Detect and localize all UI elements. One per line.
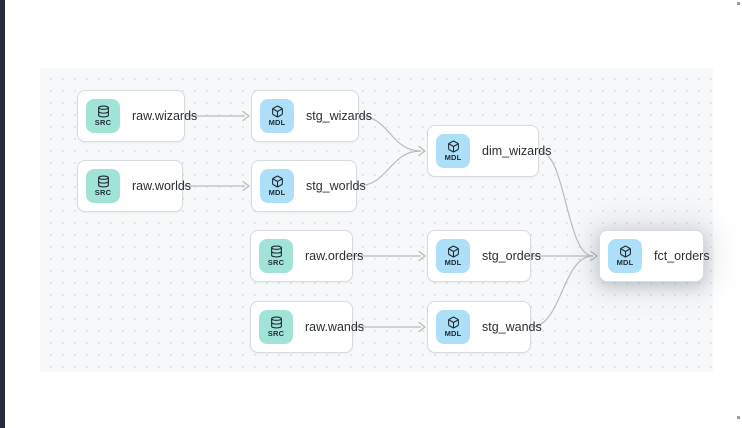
- node-label: stg_wizards: [306, 109, 372, 123]
- database-icon: [270, 245, 282, 258]
- mdl-badge: MDL: [436, 310, 470, 344]
- cube-icon: [271, 175, 283, 188]
- mdl-badge: MDL: [436, 239, 470, 273]
- arrowhead-into-stg_wizards: [242, 110, 250, 122]
- node-label: stg_orders: [482, 249, 542, 263]
- database-icon: [270, 316, 282, 329]
- src-badge: SRC: [259, 310, 293, 344]
- edge-stg_worlds-to-dim_wizards: [356, 150, 422, 187]
- badge-label: MDL: [268, 118, 286, 128]
- cube-icon: [447, 245, 459, 258]
- mdl-badge: MDL: [436, 134, 470, 168]
- src-badge: SRC: [86, 169, 120, 203]
- edge-stg_wands-to-fct_orders: [530, 255, 594, 328]
- arrowhead-into-stg_wands: [418, 321, 426, 333]
- lineage-node-raw_worlds[interactable]: SRC raw.worlds: [77, 160, 191, 212]
- mdl-badge: MDL: [608, 239, 642, 273]
- lineage-node-stg_wands[interactable]: MDL stg_wands: [427, 301, 542, 353]
- artifact-dot-top: [737, 2, 740, 5]
- node-label: raw.wands: [305, 320, 365, 334]
- badge-label: MDL: [616, 258, 634, 268]
- edge-dim_wizards-to-fct_orders: [538, 150, 594, 257]
- artifact-dot-bottom: [737, 416, 740, 419]
- badge-label: SRC: [94, 188, 112, 198]
- lineage-node-fct_orders[interactable]: MDL fct_orders: [599, 230, 710, 282]
- cube-icon: [447, 316, 459, 329]
- cube-icon: [619, 245, 631, 258]
- badge-label: MDL: [444, 329, 462, 339]
- badge-label: MDL: [444, 153, 462, 163]
- badge-label: MDL: [268, 188, 286, 198]
- lineage-node-raw_wands[interactable]: SRC raw.wands: [250, 301, 364, 353]
- node-label: raw.orders: [305, 249, 364, 263]
- lineage-node-stg_wizards[interactable]: MDL stg_wizards: [251, 90, 372, 142]
- cube-icon: [447, 140, 459, 153]
- lineage-node-stg_orders[interactable]: MDL stg_orders: [427, 230, 541, 282]
- lineage-node-dim_wizards[interactable]: MDL dim_wizards: [427, 125, 551, 177]
- node-label: stg_wands: [482, 320, 542, 334]
- database-icon: [97, 105, 109, 118]
- lineage-node-stg_worlds[interactable]: MDL stg_worlds: [251, 160, 366, 212]
- database-icon: [97, 175, 109, 188]
- arrowhead-into-fct_orders: [590, 250, 598, 262]
- badge-label: MDL: [444, 258, 462, 268]
- badge-label: SRC: [94, 118, 112, 128]
- node-label: raw.worlds: [132, 179, 192, 193]
- node-label: raw.wizards: [132, 109, 198, 123]
- lineage-node-raw_wizards[interactable]: SRC raw.wizards: [77, 90, 197, 142]
- lineage-node-raw_orders[interactable]: SRC raw.orders: [250, 230, 363, 282]
- cube-icon: [271, 105, 283, 118]
- arrowhead-into-stg_orders: [418, 250, 426, 262]
- src-badge: SRC: [86, 99, 120, 133]
- badge-label: SRC: [267, 258, 285, 268]
- node-label: dim_wizards: [482, 144, 552, 158]
- mdl-badge: MDL: [260, 99, 294, 133]
- node-label: fct_orders: [654, 249, 710, 263]
- sidebar-edge-strip: [0, 0, 5, 428]
- node-label: stg_worlds: [306, 179, 366, 193]
- mdl-badge: MDL: [260, 169, 294, 203]
- arrowhead-into-stg_worlds: [242, 180, 250, 192]
- arrowhead-into-dim_wizards: [418, 145, 426, 157]
- badge-label: SRC: [267, 329, 285, 339]
- src-badge: SRC: [259, 239, 293, 273]
